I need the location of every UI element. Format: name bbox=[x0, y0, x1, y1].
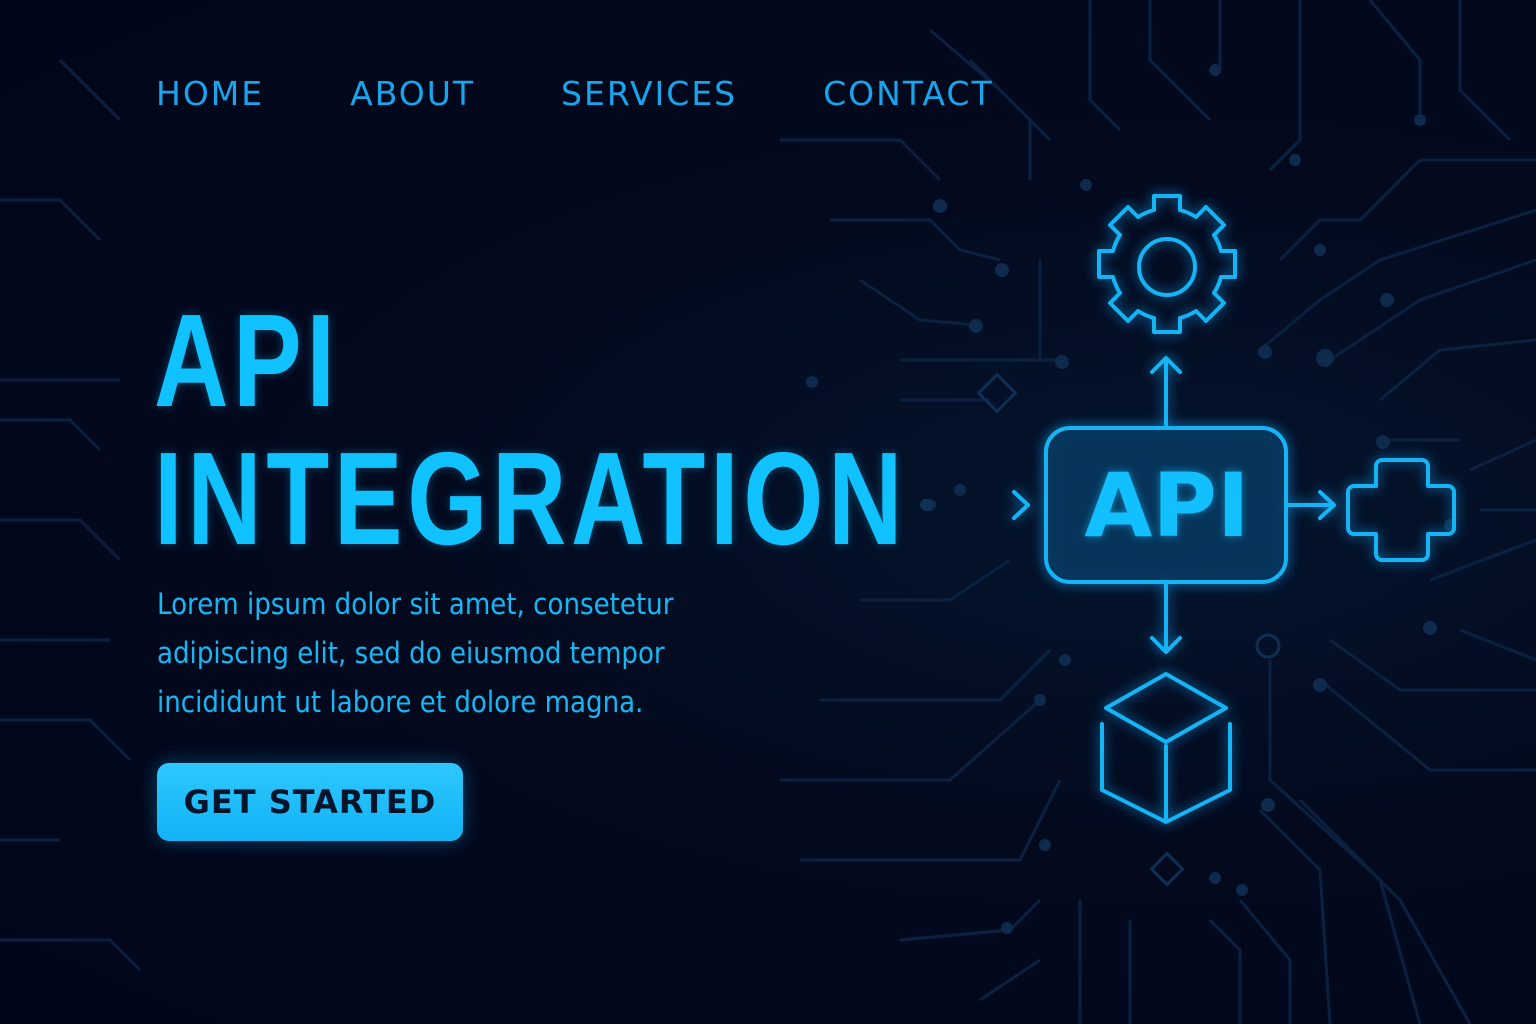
nav-services[interactable]: SERVICES bbox=[561, 74, 738, 113]
hero-title: API INTEGRATION bbox=[154, 292, 907, 568]
get-started-button[interactable]: GET STARTED bbox=[157, 763, 463, 841]
hero-description-line: adipiscing elit, sed do eiusmod tempor bbox=[157, 636, 665, 670]
nav-home[interactable]: HOME bbox=[156, 74, 265, 113]
api-box-label: API bbox=[1084, 453, 1250, 557]
hero-title-line-2: INTEGRATION bbox=[154, 425, 908, 572]
hero-title-line-1: API bbox=[154, 287, 340, 434]
hero-description: Lorem ipsum dolor sit amet, consetetur a… bbox=[157, 580, 733, 727]
main-nav: HOME ABOUT SERVICES CONTACT bbox=[156, 74, 1080, 113]
hero-description-line: Lorem ipsum dolor sit amet, consetetur bbox=[157, 587, 674, 621]
hero-description-line: incididunt ut labore et dolore magna. bbox=[157, 685, 644, 719]
nav-about[interactable]: ABOUT bbox=[350, 74, 476, 113]
nav-contact[interactable]: CONTACT bbox=[823, 74, 994, 113]
